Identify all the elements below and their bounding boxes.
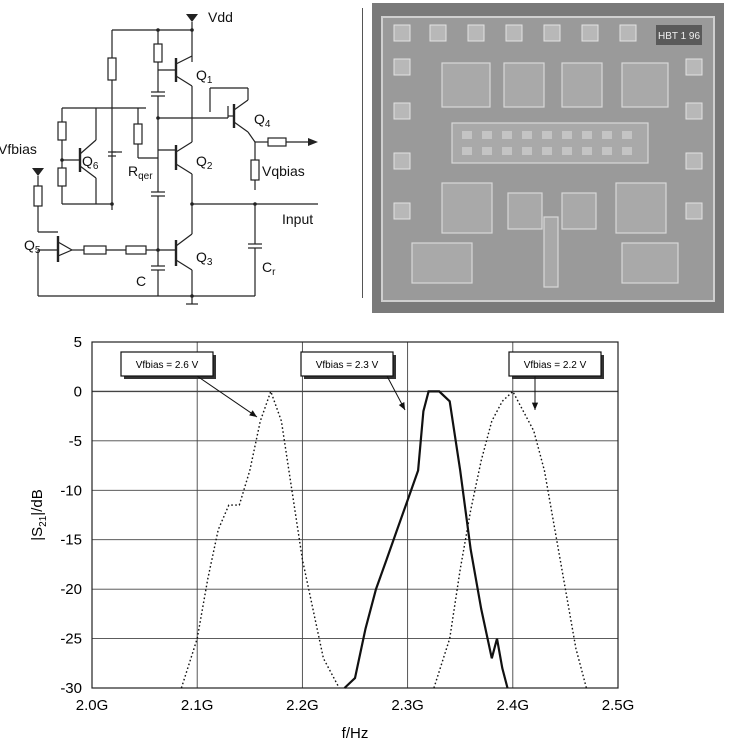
chart-grid [92, 342, 618, 688]
q3-label: Q [196, 249, 207, 265]
x-tick-label: 2.4G [497, 697, 530, 714]
annotation-box [120, 351, 214, 377]
q1-label: Q [196, 67, 207, 83]
die-photo-drawing: HBT 1 96 [372, 3, 724, 313]
plot-frame [91, 341, 619, 689]
x-tick-label: 2.5G [602, 697, 635, 714]
q6-label: Q [82, 153, 93, 169]
y-axis-label: |S21|/dB [29, 489, 49, 540]
die-label: HBT 1 96 [658, 31, 700, 42]
annotation-label: Vfbias = 2.6 V [136, 360, 199, 371]
q3-subscript: 3 [207, 257, 213, 268]
x-tick-label: 2.3G [391, 697, 424, 714]
input-label: Input [282, 211, 313, 227]
x-axis-label: f/Hz [342, 725, 369, 742]
y-tick-label: 0 [74, 383, 82, 400]
svg-text:Q4: Q4 [254, 111, 271, 130]
x-tick-label: 2.0G [76, 697, 109, 714]
q4-subscript: 4 [265, 119, 271, 130]
annotation-box [508, 351, 602, 377]
q5-subscript: 5 [35, 245, 41, 256]
annotation-arrow [196, 375, 258, 418]
vdd-label: Vdd [208, 9, 233, 25]
q5-label: Q [24, 237, 35, 253]
svg-text:Q1: Q1 [196, 67, 213, 86]
circuit-schematic: Vdd Vfbias Q1 Q4 Q6 Rqer Q2 Vqbias Input… [0, 0, 355, 305]
y-axis-label-part: |S [29, 527, 46, 541]
series-line-2 [343, 390, 509, 689]
s21-chart: Vfbias = 2.6 V Vfbias = 2.3 V Vfbias = 2.2… [0, 318, 730, 745]
svg-text:Q5: Q5 [24, 237, 41, 256]
y-tick-label: -25 [60, 631, 82, 648]
q6-subscript: 6 [93, 161, 99, 172]
svg-text:Q6: Q6 [82, 153, 99, 172]
series-layer [180, 389, 588, 689]
y-tick-labels: 5 0 -5 -10 -15 -20 -25 -30 [60, 334, 82, 697]
annotation-layer: Vfbias = 2.6 V Vfbias = 2.3 V Vfbias = 2.2… [120, 351, 604, 418]
q4-label: Q [254, 111, 265, 127]
panel-divider [362, 8, 363, 298]
y-tick-label: -5 [69, 433, 82, 450]
y-tick-label: -10 [60, 482, 82, 499]
q2-subscript: 2 [207, 161, 213, 172]
vqbias-label: Vqbias [262, 163, 305, 179]
rqer-label: R [128, 163, 138, 179]
y-axis-label-subscript: 21 [38, 515, 49, 527]
svg-text:Rqer: Rqer [128, 163, 153, 182]
cr-subscript: r [272, 267, 276, 278]
y-axis-label-part: |/dB [29, 489, 46, 515]
series-line-1 [180, 389, 340, 689]
q1-subscript: 1 [207, 75, 213, 86]
x-tick-label: 2.2G [286, 697, 319, 714]
y-tick-label: -20 [60, 581, 82, 598]
capacitor-c-label: C [136, 273, 146, 289]
y-tick-label: -15 [60, 532, 82, 549]
svg-text:Q2: Q2 [196, 153, 213, 172]
chip-die-photo: HBT 1 96 [372, 3, 724, 313]
annotation-arrowhead [398, 402, 405, 410]
vfbias-label: Vfbias [0, 141, 37, 157]
cr-label: C [262, 259, 272, 275]
q2-label: Q [196, 153, 207, 169]
x-tick-labels: 2.0G 2.1G 2.2G 2.3G 2.4G 2.5G [76, 697, 635, 714]
annotation-label: Vfbias = 2.2 V [524, 360, 587, 371]
x-tick-label: 2.1G [181, 697, 214, 714]
annotation-label: Vfbias = 2.3 V [316, 360, 379, 371]
series-line-3 [433, 390, 588, 689]
schematic-drawing: Vdd Vfbias Q1 Q4 Q6 Rqer Q2 Vqbias Input… [0, 9, 318, 305]
annotation-arrowhead [531, 402, 539, 410]
annotation-box [300, 351, 394, 377]
annotation-arrowhead [249, 410, 257, 417]
s21-chart-svg: Vfbias = 2.6 V Vfbias = 2.3 V Vfbias = 2.2… [29, 334, 635, 742]
y-tick-label: 5 [74, 334, 82, 351]
svg-text:Cr: Cr [262, 259, 276, 278]
y-tick-label: -30 [60, 680, 82, 697]
svg-text:Q3: Q3 [196, 249, 213, 268]
rqer-subscript: qer [138, 171, 153, 182]
